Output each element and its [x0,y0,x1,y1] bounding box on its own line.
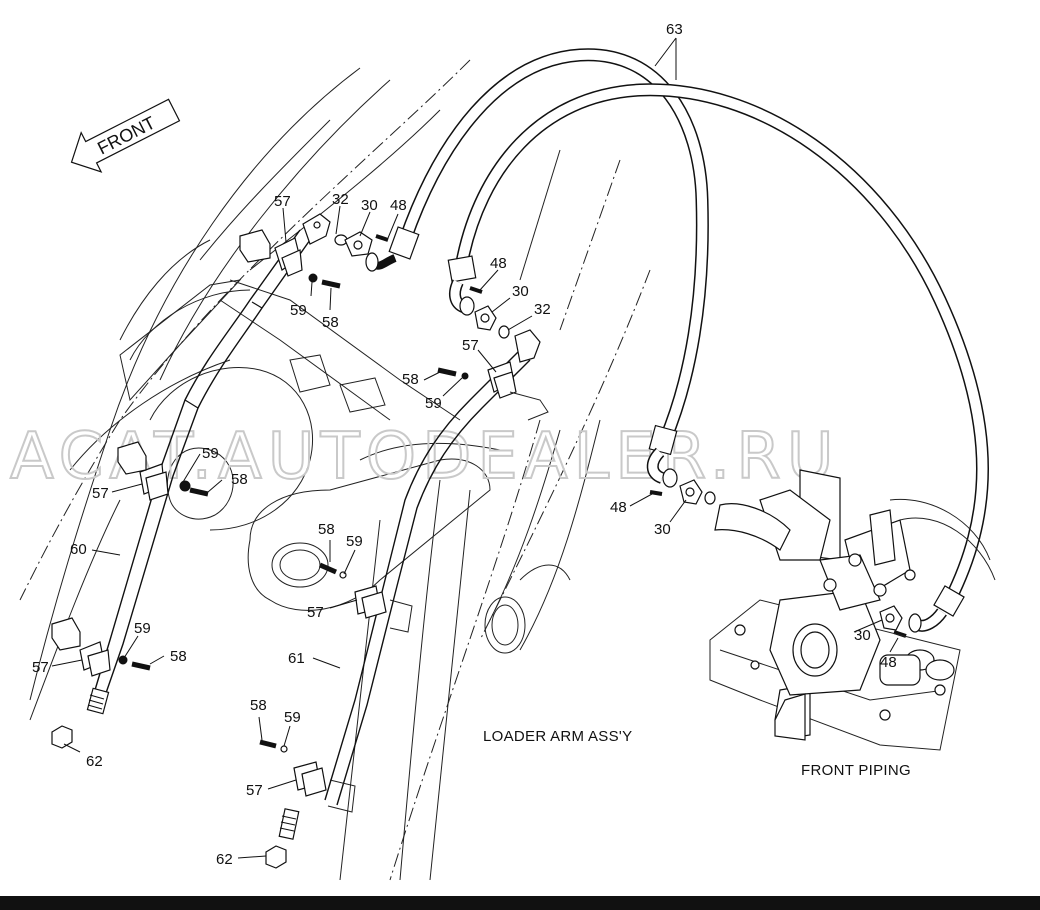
callout-48: 48 [880,654,897,671]
callout-60: 60 [70,541,87,558]
callout-57: 57 [246,782,263,799]
callout-58: 58 [322,314,339,331]
front-piping-caption: FRONT PIPING [801,762,911,779]
callout-30: 30 [512,283,529,300]
callout-57: 57 [32,659,49,676]
bottom-border [0,896,1040,910]
hose-fitting-upper-left [365,226,420,272]
callout-58: 58 [170,648,187,665]
callout-48: 48 [490,255,507,272]
callout-63: 63 [666,21,683,38]
callout-58: 58 [318,521,335,538]
callout-48: 48 [610,499,627,516]
callout-labels: 63 57 32 30 48 59 58 48 30 32 57 58 59 5… [32,21,897,868]
hose-fitting-lower-left [646,424,678,488]
loader-arm-caption: LOADER ARM ASS'Y [483,728,632,745]
callout-30: 30 [361,197,378,214]
callout-61: 61 [288,650,305,667]
clamp-57-f [293,761,327,797]
clamp-57-d [79,641,111,677]
callout-30: 30 [654,521,671,538]
loader-arm-outline [19,59,471,721]
callout-59: 59 [284,709,301,726]
clamp-57-c [139,463,169,501]
callout-32: 32 [534,301,551,318]
pipe-61 [278,329,541,840]
flange-upper-left [302,213,348,246]
callout-57: 57 [274,193,291,210]
front-arrow: FRONT [70,98,181,173]
flanges-orings [344,231,903,631]
callout-48: 48 [390,197,407,214]
callout-58: 58 [231,471,248,488]
hose-fitting-upper-mid [447,255,477,316]
clamp-57-a [274,237,303,277]
front-piping-assembly [709,469,996,751]
callout-59: 59 [290,302,307,319]
callout-62: 62 [86,753,103,770]
callout-59: 59 [202,445,219,462]
leaders [51,37,899,859]
nuts-62 [51,725,287,869]
bolts-washers [118,234,907,753]
mount-blocks [51,229,549,813]
callout-57: 57 [462,337,479,354]
callout-58: 58 [402,371,419,388]
callout-57: 57 [307,604,324,621]
clamp-57-e [354,585,387,619]
hose-fitting-lower-right [908,585,965,633]
pipe-60 [86,229,311,715]
hose-63 [398,48,989,607]
callout-32: 32 [332,191,349,208]
callout-59: 59 [134,620,151,637]
callout-59: 59 [346,533,363,550]
callout-59: 59 [425,395,442,412]
callout-58: 58 [250,697,267,714]
callout-57: 57 [92,485,109,502]
callout-30: 30 [854,627,871,644]
callout-62: 62 [216,851,233,868]
